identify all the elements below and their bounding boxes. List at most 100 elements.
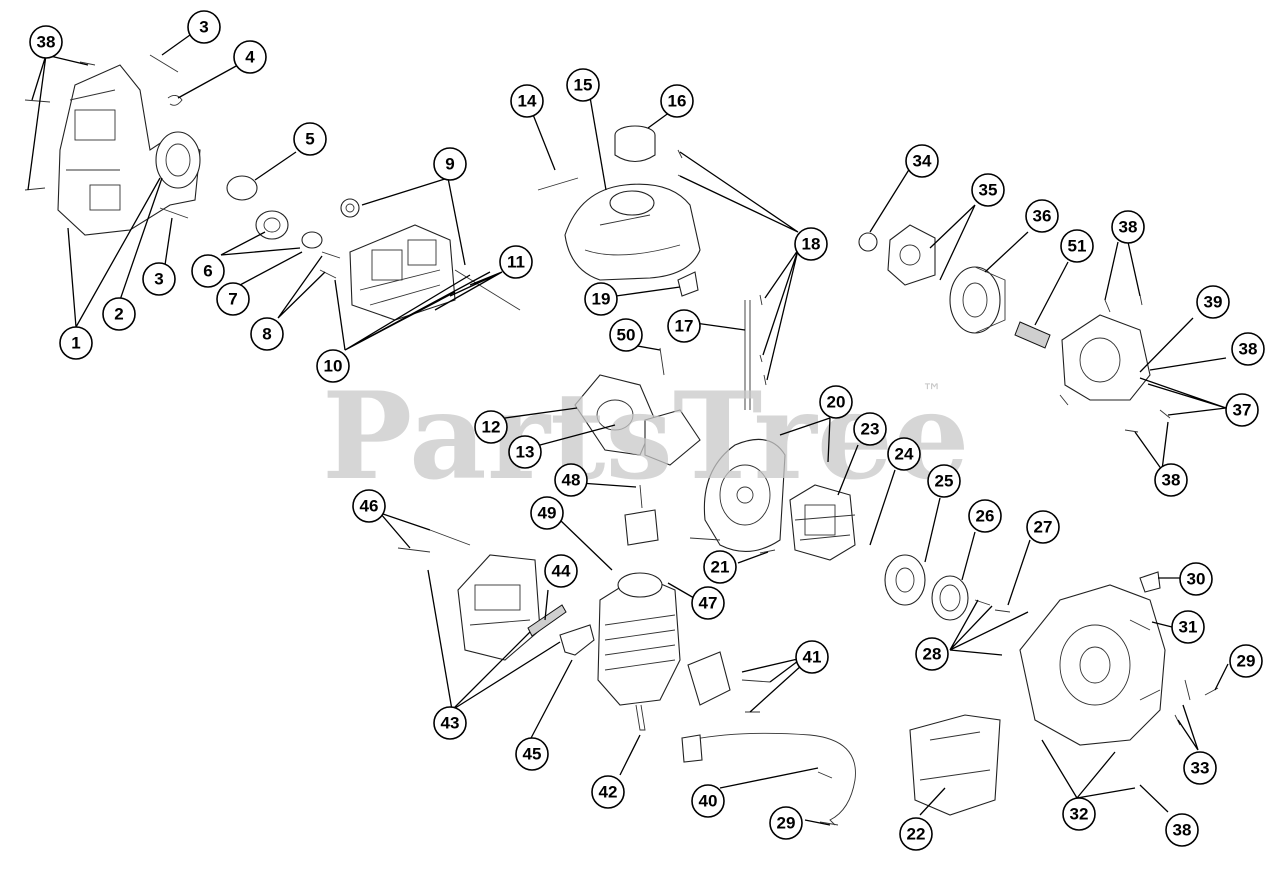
svg-text:32: 32 <box>1070 805 1089 824</box>
svg-text:6: 6 <box>203 262 212 281</box>
part-43-muffler <box>457 554 541 661</box>
callout-20[interactable]: 20 <box>819 385 853 419</box>
callout-3[interactable]: 3 <box>187 10 221 44</box>
part-41-ignition-coil <box>687 651 771 713</box>
callout-15[interactable]: 15 <box>566 68 600 102</box>
svg-text:44: 44 <box>552 562 571 581</box>
svg-text:38: 38 <box>37 33 56 52</box>
callout-29[interactable]: 29 <box>1229 644 1263 678</box>
part-12-13-intake <box>574 347 701 466</box>
svg-text:27: 27 <box>1034 518 1053 537</box>
part-36-drum <box>949 266 1006 334</box>
svg-text:51: 51 <box>1068 237 1087 256</box>
svg-text:1: 1 <box>71 334 80 353</box>
callout-34[interactable]: 34 <box>905 144 939 178</box>
svg-text:10: 10 <box>324 357 343 376</box>
callout-38[interactable]: 38 <box>1231 332 1265 366</box>
callout-23[interactable]: 23 <box>853 412 887 446</box>
callout-45[interactable]: 45 <box>515 737 549 771</box>
callout-5[interactable]: 5 <box>293 122 327 156</box>
callout-35[interactable]: 35 <box>971 173 1005 207</box>
callout-11[interactable]: 11 <box>499 245 533 279</box>
svg-text:19: 19 <box>592 290 611 309</box>
callout-7[interactable]: 7 <box>216 282 250 316</box>
svg-text:40: 40 <box>699 792 718 811</box>
part-51-spring <box>1014 321 1051 349</box>
callout-10[interactable]: 10 <box>316 349 350 383</box>
callout-44[interactable]: 44 <box>544 554 578 588</box>
callout-42[interactable]: 42 <box>591 775 625 809</box>
part-9-carburetor <box>340 198 521 321</box>
callout-48[interactable]: 48 <box>554 463 588 497</box>
callout-12[interactable]: 12 <box>474 410 508 444</box>
part-20-flywheel-housing <box>703 438 786 552</box>
part-19-bracket <box>677 271 699 297</box>
callout-51[interactable]: 51 <box>1060 229 1094 263</box>
callout-29[interactable]: 29 <box>769 806 803 840</box>
callout-3[interactable]: 3 <box>142 262 176 296</box>
part-31-starter-housing <box>1019 584 1166 746</box>
callout-19[interactable]: 19 <box>584 282 618 316</box>
callout-31[interactable]: 31 <box>1171 610 1205 644</box>
svg-text:20: 20 <box>827 393 846 412</box>
part-26-spring <box>931 575 969 621</box>
callout-14[interactable]: 14 <box>510 84 544 118</box>
svg-text:38: 38 <box>1162 471 1181 490</box>
svg-text:49: 49 <box>538 504 557 523</box>
svg-text:2: 2 <box>114 305 123 324</box>
part-44-screen <box>527 604 567 637</box>
part-30-clip <box>1139 571 1161 593</box>
callout-38[interactable]: 38 <box>1165 813 1199 847</box>
callout-47[interactable]: 47 <box>691 586 725 620</box>
callout-50[interactable]: 50 <box>609 318 643 352</box>
svg-text:31: 31 <box>1179 618 1198 637</box>
callout-38[interactable]: 38 <box>29 25 63 59</box>
callout-37[interactable]: 37 <box>1225 393 1259 427</box>
svg-text:37: 37 <box>1233 401 1252 420</box>
svg-text:43: 43 <box>441 714 460 733</box>
svg-text:3: 3 <box>199 18 208 37</box>
svg-text:16: 16 <box>668 92 687 111</box>
callout-28[interactable]: 28 <box>915 637 949 671</box>
svg-text:36: 36 <box>1033 207 1052 226</box>
callout-38[interactable]: 38 <box>1154 463 1188 497</box>
callout-46[interactable]: 46 <box>352 489 386 523</box>
callout-22[interactable]: 22 <box>899 817 933 851</box>
part-18-screws-low <box>759 294 767 386</box>
callout-40[interactable]: 40 <box>691 784 725 818</box>
callout-36[interactable]: 36 <box>1025 199 1059 233</box>
callout-1[interactable]: 1 <box>59 326 93 360</box>
part-5-gasket <box>226 175 258 201</box>
callout-43[interactable]: 43 <box>433 706 467 740</box>
callout-26[interactable]: 26 <box>968 499 1002 533</box>
callout-18[interactable]: 18 <box>794 227 828 261</box>
part-1-housing <box>24 61 201 236</box>
part-14-screw <box>537 177 579 191</box>
callout-49[interactable]: 49 <box>530 496 564 530</box>
callout-9[interactable]: 9 <box>433 147 467 181</box>
callout-30[interactable]: 30 <box>1179 562 1213 596</box>
callout-38[interactable]: 38 <box>1111 210 1145 244</box>
callout-17[interactable]: 17 <box>667 309 701 343</box>
callout-25[interactable]: 25 <box>927 464 961 498</box>
callout-24[interactable]: 24 <box>887 437 921 471</box>
callout-16[interactable]: 16 <box>660 84 694 118</box>
callout-6[interactable]: 6 <box>191 254 225 288</box>
callout-4[interactable]: 4 <box>233 40 267 74</box>
svg-text:41: 41 <box>803 648 822 667</box>
callout-2[interactable]: 2 <box>102 297 136 331</box>
svg-text:3: 3 <box>154 270 163 289</box>
callout-32[interactable]: 32 <box>1062 797 1096 831</box>
svg-text:9: 9 <box>445 155 454 174</box>
callout-13[interactable]: 13 <box>508 435 542 469</box>
callout-41[interactable]: 41 <box>795 640 829 674</box>
part-29-clamps <box>817 771 839 826</box>
callout-33[interactable]: 33 <box>1183 751 1217 785</box>
callout-21[interactable]: 21 <box>703 550 737 584</box>
callout-8[interactable]: 8 <box>250 317 284 351</box>
svg-text:7: 7 <box>228 290 237 309</box>
part-47-cylinder <box>597 484 681 731</box>
callout-27[interactable]: 27 <box>1026 510 1060 544</box>
callout-39[interactable]: 39 <box>1196 285 1230 319</box>
